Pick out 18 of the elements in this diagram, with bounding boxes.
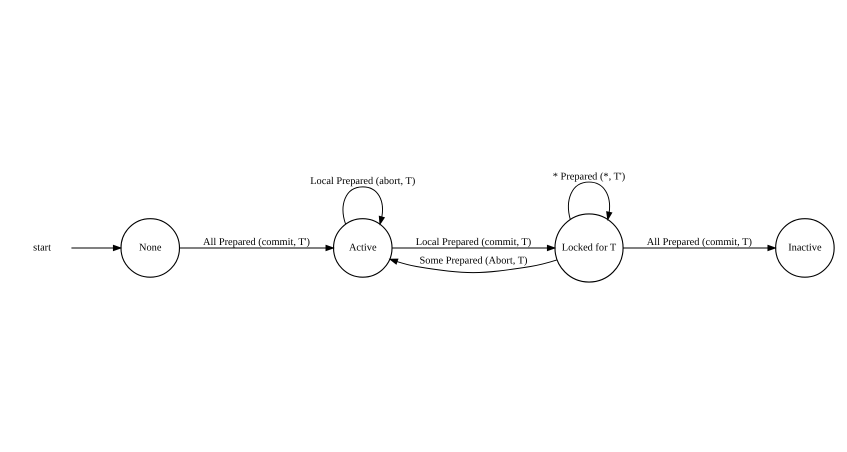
- edge-label: All Prepared (commit, T'): [203, 236, 310, 248]
- arrow: [342, 186, 386, 226]
- edge-label: Local Prepared (commit, T): [416, 236, 532, 248]
- edge-label: Local Prepared (abort, T): [310, 176, 416, 187]
- node-text: start: [33, 242, 52, 254]
- edge-label: * Prepared (*, T'): [552, 170, 626, 182]
- edge-label: Some Prepared (Abort, T): [420, 255, 528, 266]
- node-circle: None: [120, 218, 180, 278]
- node-circle: Inactive: [775, 218, 835, 278]
- arrow: [392, 244, 556, 251]
- node-circle: Locked for T: [554, 212, 624, 282]
- edge-label: All Prepared (commit, T): [646, 236, 752, 248]
- arrow: [70, 244, 122, 251]
- arrow: [568, 181, 613, 220]
- arrow: [179, 244, 335, 251]
- arrow: [622, 244, 777, 251]
- arrow: [388, 258, 558, 273]
- node-circle: Active: [332, 218, 393, 278]
